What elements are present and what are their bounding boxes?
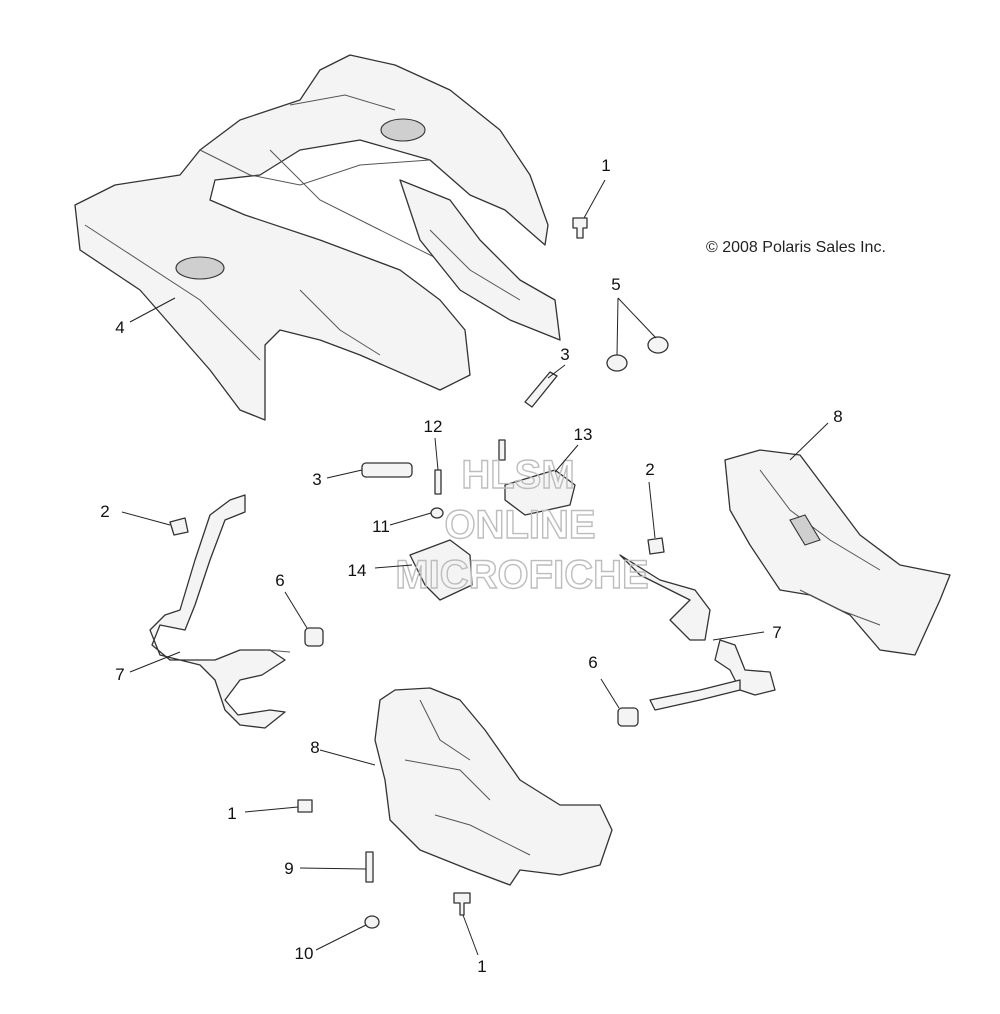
footrest-bracket-right <box>619 554 776 711</box>
callout-1-bottom: 1 <box>477 957 486 976</box>
callout-12: 12 <box>424 417 443 436</box>
callout-6-right: 6 <box>588 653 597 672</box>
callout-14: 14 <box>348 561 367 580</box>
callout-13: 13 <box>574 425 593 444</box>
footrest-bracket-left <box>149 494 291 729</box>
rear-fender-part <box>74 54 549 421</box>
footwell-right-part <box>724 449 951 656</box>
callout-1-top: 1 <box>601 156 610 175</box>
callout-6-left: 6 <box>275 571 284 590</box>
callout-10: 10 <box>295 944 314 963</box>
copyright-notice: © 2008 Polaris Sales Inc. <box>706 239 886 256</box>
hardware-parts <box>169 217 669 929</box>
callout-3-left: 3 <box>312 470 321 489</box>
watermark: HLSM ONLINE MICROFICHE <box>395 452 650 597</box>
watermark-line-1: HLSM <box>461 453 574 497</box>
callout-1-left: 1 <box>227 804 236 823</box>
callout-11: 11 <box>372 517 390 536</box>
callout-4: 4 <box>115 318 124 337</box>
callout-9: 9 <box>284 859 293 878</box>
callout-labels: 1 5 4 3 8 12 13 3 2 2 11 14 6 7 7 6 8 1 … <box>100 156 842 976</box>
callout-8-lower: 8 <box>310 738 319 757</box>
footwell-left-part <box>374 687 613 886</box>
leader-lines <box>121 179 829 956</box>
callout-8-upper: 8 <box>833 407 842 426</box>
callout-7-left: 7 <box>115 665 124 684</box>
watermark-line-2: ONLINE <box>444 503 595 547</box>
callout-5: 5 <box>611 275 620 294</box>
watermark-line-3: MICROFICHE <box>395 553 648 597</box>
callout-3-upper: 3 <box>560 345 569 364</box>
callout-2-right: 2 <box>645 460 654 479</box>
callout-2-left: 2 <box>100 502 109 521</box>
callout-7-right: 7 <box>772 623 781 642</box>
fender-right-panel <box>399 179 561 341</box>
